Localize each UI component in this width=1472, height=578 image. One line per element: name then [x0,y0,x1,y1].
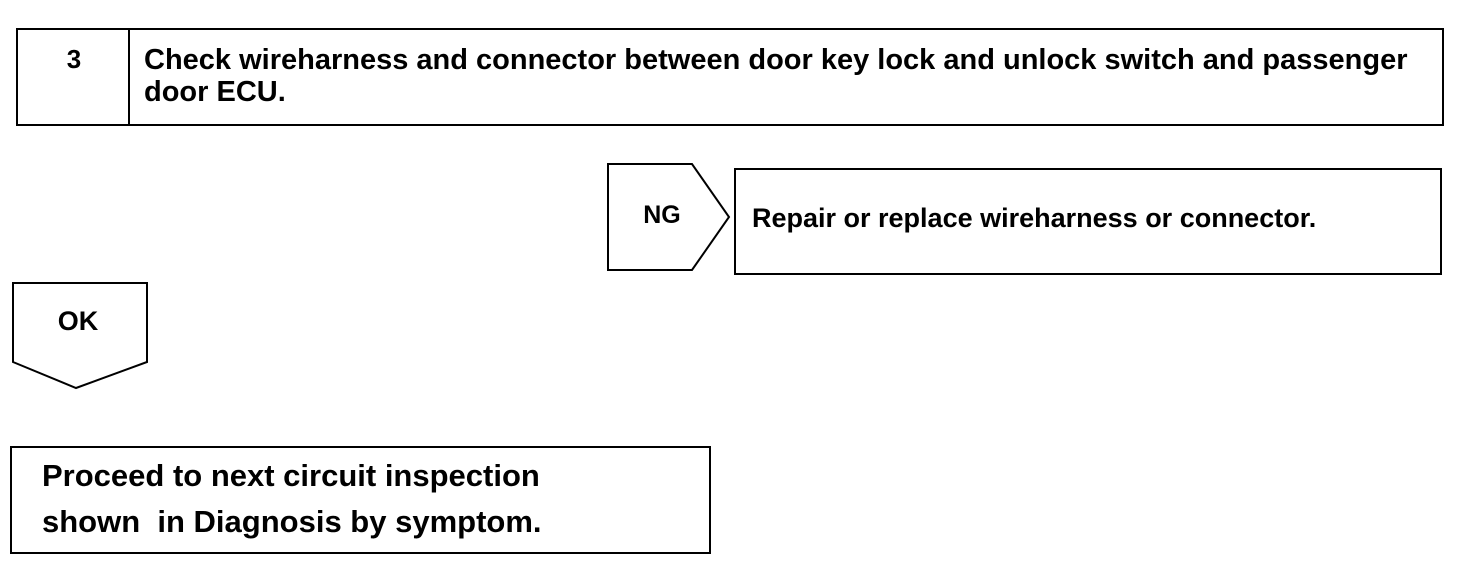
ng-result-text: Repair or replace wireharness or connect… [752,203,1317,233]
ng-result-box: Repair or replace wireharness or connect… [734,168,1442,275]
next-step-line-1: Proceed to next circuit inspection [42,458,540,493]
ok-label: OK [57,306,99,336]
ok-arrow-shape [12,282,148,390]
next-step-box: Proceed to next circuit inspection shown… [10,446,711,554]
ng-label: NG [643,201,681,229]
next-step-text: Proceed to next circuit inspection shown… [42,453,542,545]
step-number-cell: 3 [18,30,130,124]
step-instruction: Check wireharness and connector between … [144,44,1408,108]
step-number: 3 [66,44,82,74]
inspection-step-box: 3 Check wireharness and connector betwee… [16,28,1444,126]
ng-arrow-shape [607,163,731,271]
next-step-line-2: shown in Diagnosis by symptom. [42,504,542,539]
